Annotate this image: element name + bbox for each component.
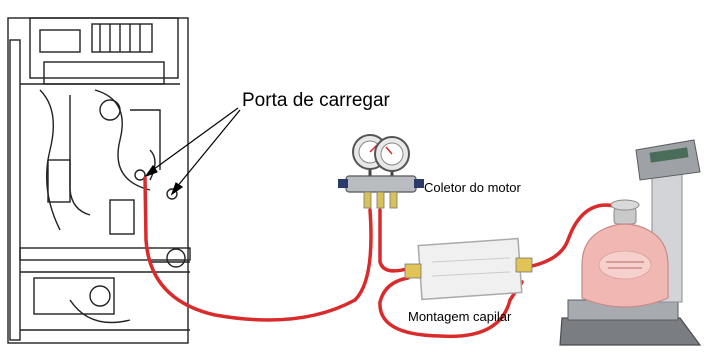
manifold-label: Coletor do motor [424,180,521,195]
outdoor-unit [7,17,191,344]
capillary-label: Montagem capilar [408,309,512,324]
charge-hoses [143,176,627,339]
charge-port-label: Porta de carregar [242,90,390,111]
charge-port-pointer [144,107,241,196]
refrigerant-cylinder [581,199,669,308]
gauge-manifold [338,134,424,209]
capillary-assembly [404,237,533,301]
